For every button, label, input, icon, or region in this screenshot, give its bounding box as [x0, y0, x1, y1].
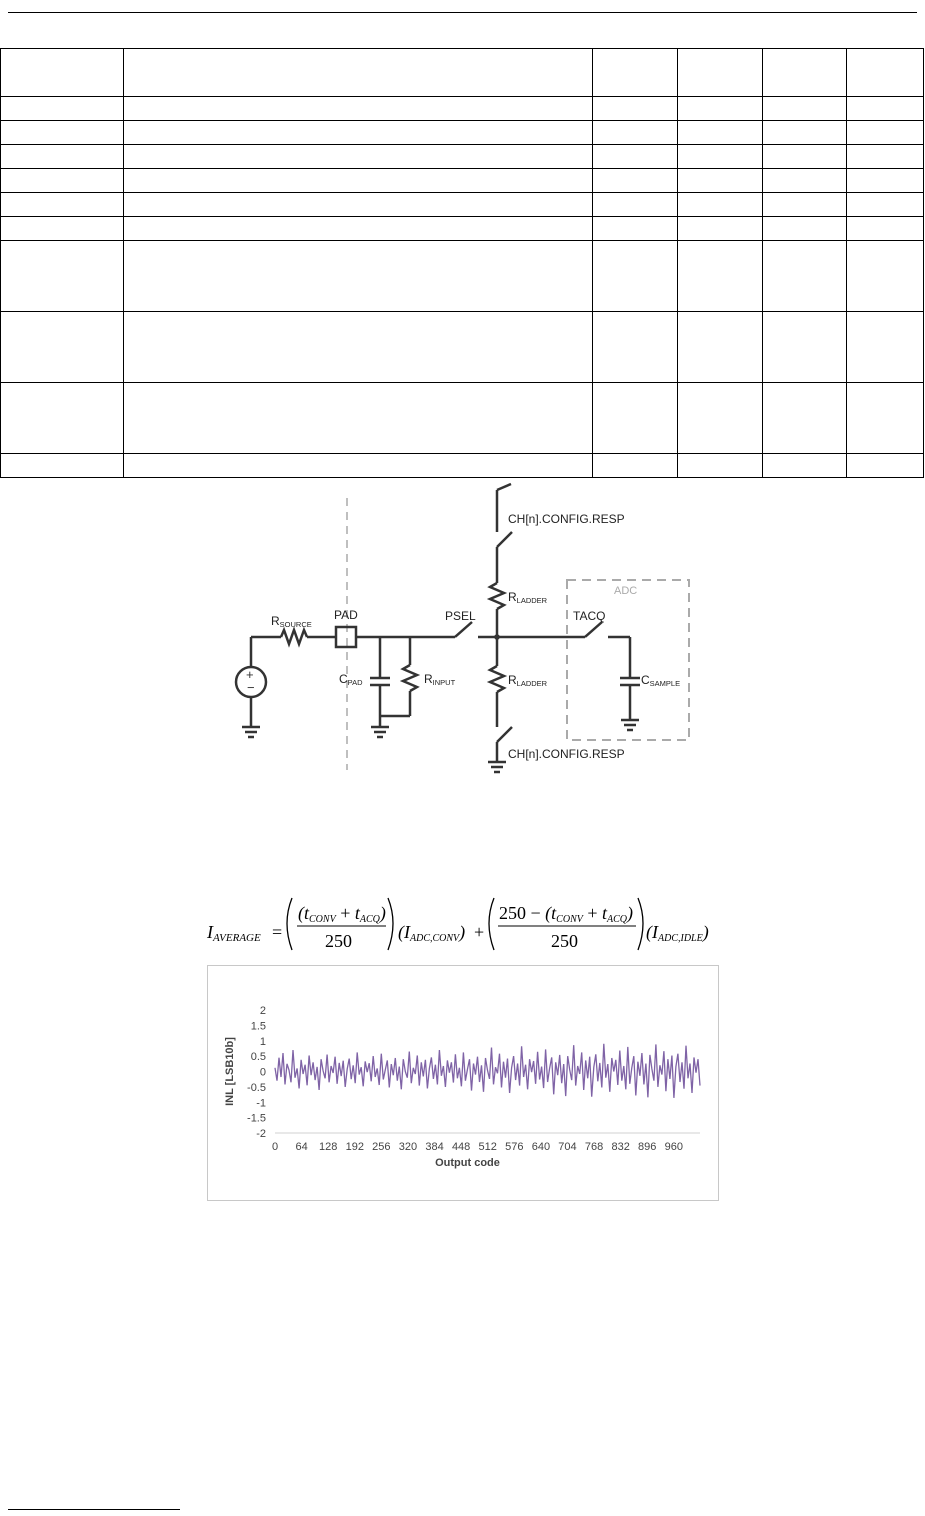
- formula-lhs: IAVERAGE: [206, 922, 261, 944]
- r-ladder-bottom-label: RLADDER: [508, 673, 548, 688]
- formula-i-idle: (IADC,IDLE): [646, 922, 709, 944]
- formula-denominator-2: 250: [551, 931, 578, 951]
- y-tick-labels: 2 1.5 1 0.5 0 -0.5 -1 -1.5 -2: [247, 1005, 266, 1140]
- x-tick-labels: 0 64 128 192 256 320 384 448 512 576 640 704 768 832 8…: [272, 1141, 683, 1153]
- y-tick-label: 2: [260, 1005, 266, 1017]
- y-tick-label: -1: [256, 1097, 266, 1109]
- resp-top-label: CH[n].CONFIG.RESP: [508, 512, 625, 526]
- x-tick-label: 768: [585, 1141, 603, 1153]
- x-tick-label: 0: [272, 1141, 278, 1153]
- x-tick-label: 64: [295, 1141, 307, 1153]
- footnote-rule: [8, 1509, 180, 1510]
- c-sample-label: CSAMPLE: [641, 673, 680, 688]
- junction-dot: [494, 634, 500, 640]
- tacq-switch-icon: [584, 621, 603, 638]
- psel-switch-icon: [454, 621, 473, 638]
- x-tick-label: 640: [532, 1141, 550, 1153]
- y-tick-label: 1.5: [251, 1020, 266, 1032]
- inl-chart: 2 1.5 1 0.5 0 -0.5 -1 -1.5 -2 0 64 128 192 256 320 384…: [207, 965, 719, 1201]
- adc-input-schematic: + − RSOURCE PAD CPAD RINPUT PSEL RLADDER…: [234, 482, 690, 774]
- average-current-formula: IAVERAGE = (tCONV + tACQ) 250 (IADC,CONV…: [206, 897, 709, 951]
- formula-paren: [387, 897, 394, 951]
- resp-bottom-switch-icon: [496, 726, 513, 743]
- x-tick-label: 704: [558, 1141, 576, 1153]
- x-tick-label: 128: [319, 1141, 337, 1153]
- y-axis-label: INL [LSB10b]: [224, 1037, 236, 1106]
- formula-paren: [488, 897, 495, 951]
- formula-numerator-1: (tCONV + tACQ): [298, 903, 386, 925]
- r-ladder-top-label: RLADDER: [508, 590, 548, 605]
- y-tick-label: -2: [256, 1128, 266, 1140]
- x-axis-label: Output code: [435, 1157, 500, 1169]
- x-tick-label: 192: [346, 1141, 364, 1153]
- adc-label: ADC: [614, 585, 637, 597]
- formula-plus: +: [474, 922, 484, 942]
- y-tick-label: 1: [260, 1036, 266, 1048]
- x-tick-label: 960: [665, 1141, 683, 1153]
- formula-paren: [637, 897, 644, 951]
- r-source-resistor-icon: [279, 626, 309, 648]
- table-row: [0, 453, 924, 478]
- resp-bottom-label: CH[n].CONFIG.RESP: [508, 747, 625, 761]
- x-tick-label: 512: [479, 1141, 497, 1153]
- y-tick-label: -0.5: [247, 1082, 266, 1094]
- adc-block-outline: [566, 579, 690, 741]
- formula-numerator-2: 250 − (tCONV + tACQ): [499, 903, 633, 925]
- x-tick-label: 896: [638, 1141, 656, 1153]
- table-row: [0, 96, 924, 121]
- tacq-label: TACQ: [573, 609, 605, 623]
- ground-icon: [242, 725, 260, 739]
- header-rule: [8, 12, 917, 13]
- c-pad-label: CPAD: [339, 672, 363, 687]
- source-plus-sign: +: [246, 667, 254, 682]
- x-tick-label: 320: [399, 1141, 417, 1153]
- formula-denominator-1: 250: [325, 931, 352, 951]
- r-ladder-bottom-resistor-icon: [486, 664, 508, 694]
- pad-label: PAD: [334, 608, 358, 622]
- y-tick-label: 0.5: [251, 1051, 266, 1063]
- ground-icon: [488, 760, 506, 774]
- y-tick-label: 0: [260, 1067, 266, 1079]
- r-input-label: RINPUT: [424, 672, 456, 687]
- table-row: [0, 382, 924, 454]
- inl-series-line: [274, 1043, 701, 1098]
- psel-label: PSEL: [445, 609, 476, 623]
- x-tick-label: 576: [505, 1141, 523, 1153]
- formula-paren: [286, 897, 293, 951]
- x-tick-label: 448: [452, 1141, 470, 1153]
- formula-equals: =: [272, 922, 282, 942]
- inl-chart-svg: 2 1.5 1 0.5 0 -0.5 -1 -1.5 -2 0 64 128 192 256 320 384…: [224, 1005, 701, 1169]
- r-input-resistor-icon: [399, 663, 421, 693]
- r-ladder-top-resistor-icon: [486, 581, 508, 611]
- ground-icon: [621, 718, 639, 732]
- formula-i-conv: (IADC,CONV): [398, 922, 465, 944]
- ground-icon: [371, 725, 389, 739]
- table-row: [0, 120, 924, 145]
- source-minus-sign: −: [247, 680, 255, 695]
- parameter-table: [0, 48, 924, 478]
- x-tick-label: 832: [611, 1141, 629, 1153]
- resp-top-switch-icon: [496, 531, 513, 548]
- x-tick-label: 384: [425, 1141, 443, 1153]
- y-tick-label: -1.5: [247, 1113, 266, 1125]
- r-source-label: RSOURCE: [271, 614, 312, 629]
- x-tick-label: 256: [372, 1141, 390, 1153]
